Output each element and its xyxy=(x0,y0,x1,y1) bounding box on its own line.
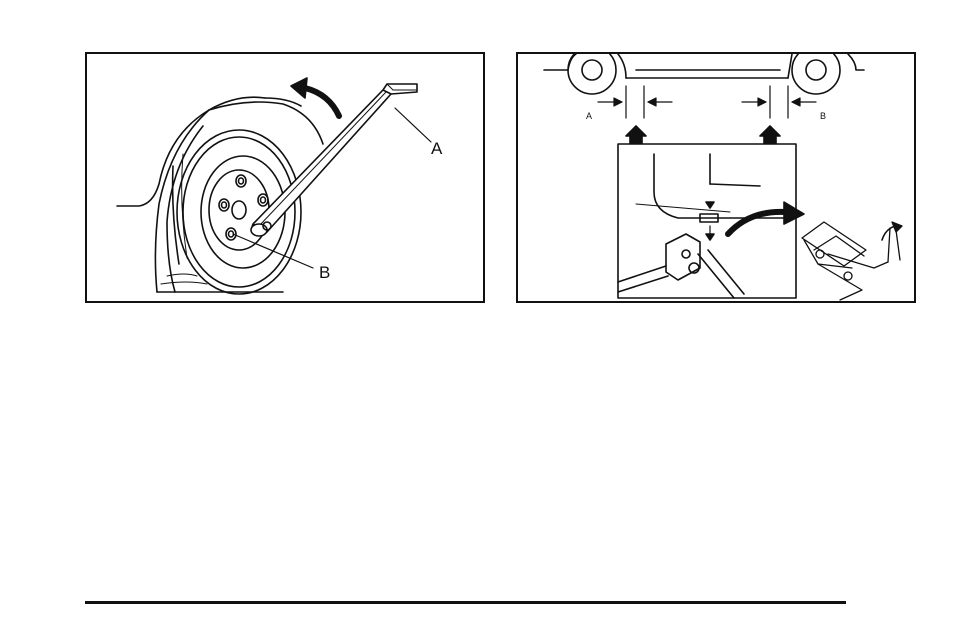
jack-position-illustration: A B xyxy=(516,52,916,303)
vehicle-side-outline xyxy=(544,54,864,94)
callout-a-label: A xyxy=(431,140,442,157)
callout-b-label: B xyxy=(820,112,826,121)
callout-a-label: A xyxy=(586,112,592,121)
jack-point-marks xyxy=(598,86,816,118)
wheel-wrench-drawing xyxy=(87,54,483,301)
jack-detail-inset xyxy=(618,144,796,298)
page-footer-rule xyxy=(85,601,846,604)
scissor-jack xyxy=(802,222,902,300)
callout-b-label: B xyxy=(319,264,330,281)
lift-arrows xyxy=(626,126,780,144)
jack-position-drawing xyxy=(518,54,914,301)
leader-line-b xyxy=(233,234,313,268)
lug-wrench-illustration: A B xyxy=(85,52,485,303)
leader-line-a xyxy=(395,108,431,142)
